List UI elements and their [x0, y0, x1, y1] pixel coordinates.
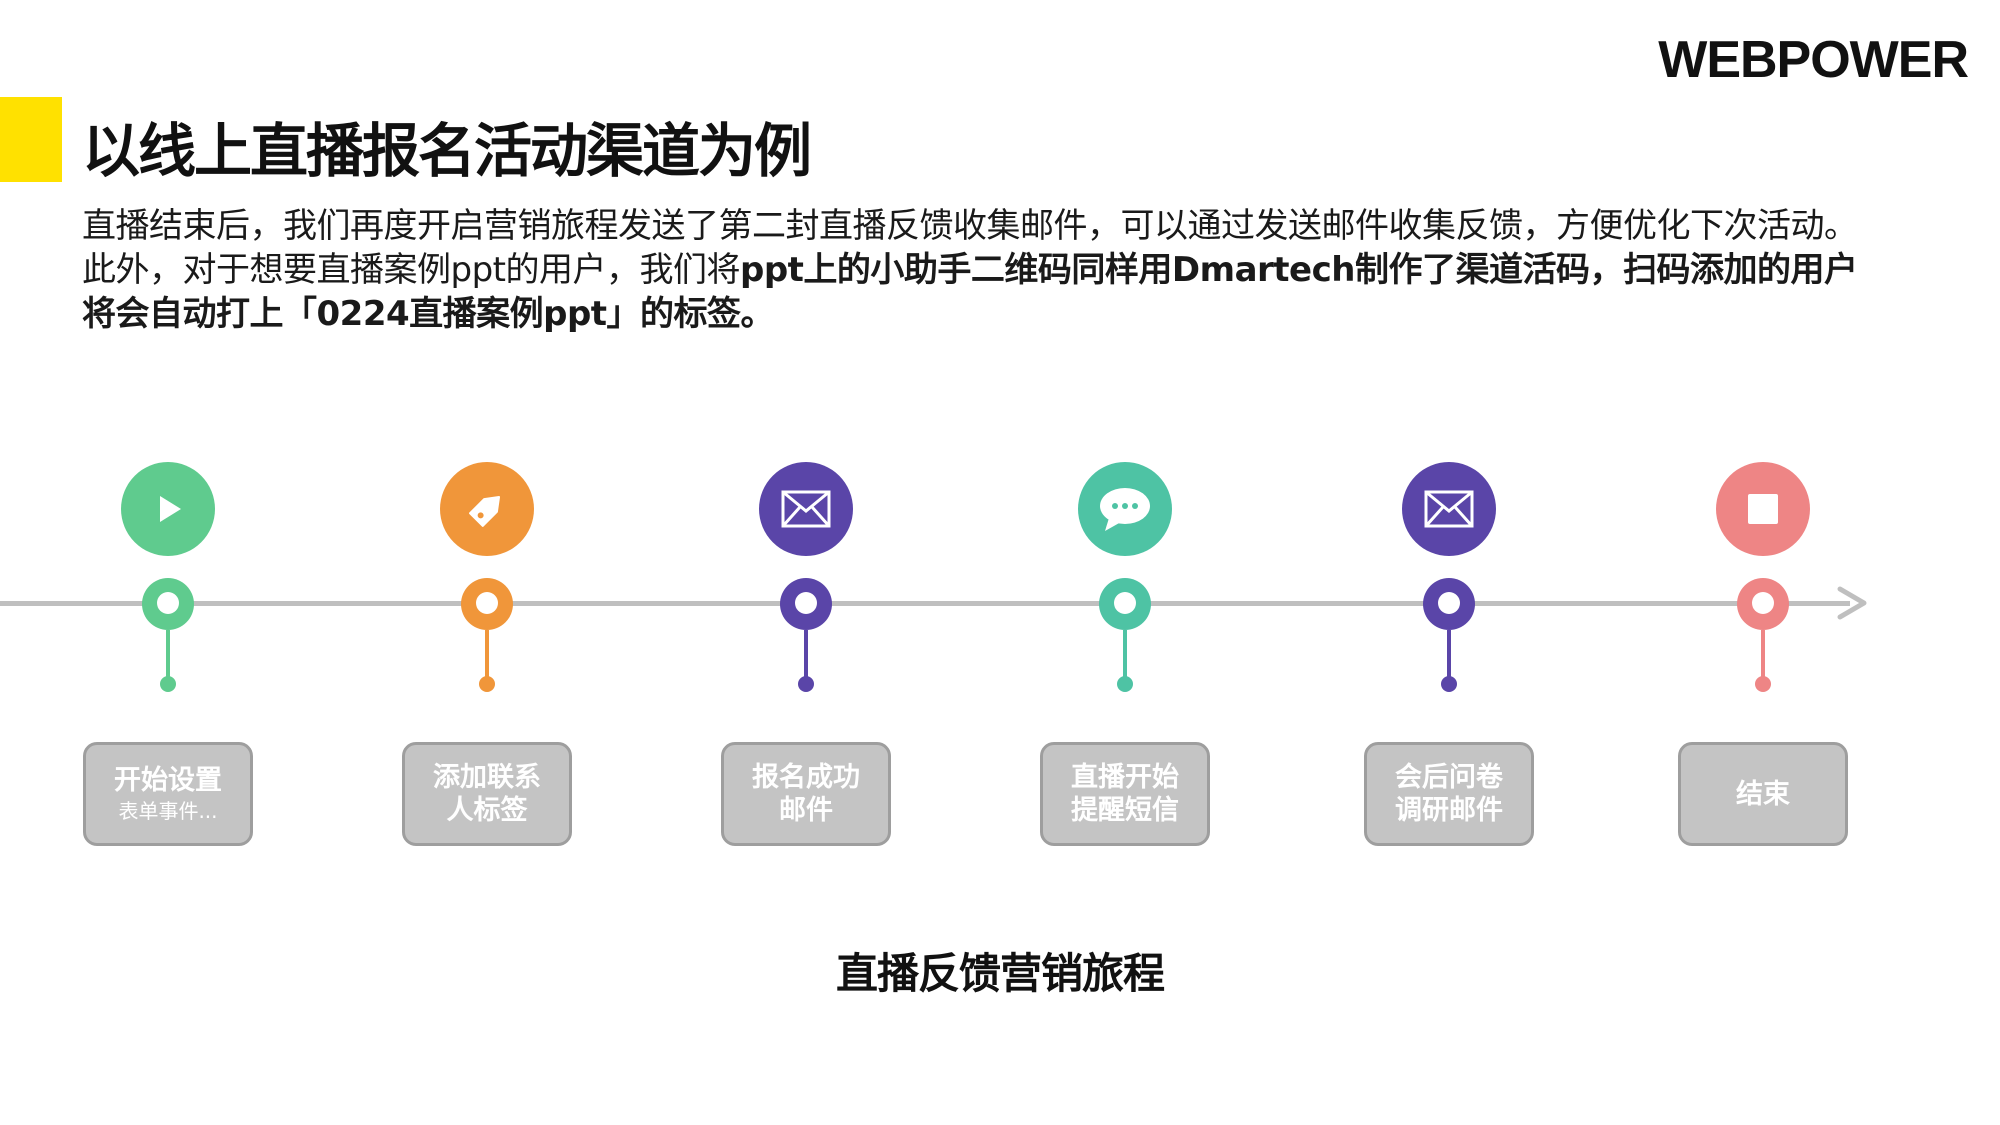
tag-icon: [440, 462, 534, 556]
envelope-icon: [759, 462, 853, 556]
step-label-box: 结束: [1678, 742, 1848, 846]
journey-step-add-tag[interactable]: 添加联系 人标签: [397, 462, 577, 862]
node-connector: [1761, 630, 1765, 682]
node-connector-dot: [1117, 676, 1133, 692]
step-label-box: 添加联系 人标签: [402, 742, 572, 846]
node-connector: [1447, 630, 1451, 682]
journey-step-end[interactable]: 结束: [1673, 462, 1853, 862]
node-connector: [485, 630, 489, 682]
envelope-icon: [1402, 462, 1496, 556]
node-connector: [804, 630, 808, 682]
journey-step-start[interactable]: 开始设置 表单事件...: [78, 462, 258, 862]
step-label-line2: 提醒短信: [1071, 795, 1179, 826]
node-connector: [166, 630, 170, 682]
journey-step-live-reminder-sms[interactable]: 直播开始 提醒短信: [1035, 462, 1215, 862]
timeline-node-marker: [1423, 578, 1475, 630]
step-label-line1: 直播开始: [1071, 762, 1179, 793]
step-label-line1: 开始设置: [114, 764, 222, 796]
chat-bubble-icon: [1078, 462, 1172, 556]
timeline-axis: [0, 601, 1850, 606]
timeline-node-marker: [1737, 578, 1789, 630]
diagram-caption: 直播反馈营销旅程: [835, 949, 1165, 998]
timeline-node-marker: [1099, 578, 1151, 630]
node-connector-dot: [1441, 676, 1457, 692]
page-title: 以线上直播报名活动渠道为例: [82, 117, 812, 185]
step-label-line1: 添加联系: [433, 762, 541, 793]
description-paragraph: 直播结束后，我们再度开启营销旅程发送了第二封直播反馈收集邮件，可以通过发送邮件收…: [82, 204, 1862, 336]
node-connector-dot: [160, 676, 176, 692]
node-connector-dot: [479, 676, 495, 692]
node-connector-dot: [1755, 676, 1771, 692]
title-accent-bar: [0, 97, 62, 182]
timeline-node-marker: [780, 578, 832, 630]
step-label-line1: 报名成功: [752, 762, 860, 793]
brand-logo: WEBPOWER: [1658, 31, 1969, 89]
description-text: 直播结束后，我们再度开启营销旅程发送了第二封直播反馈收集邮件，可以通过发送邮件收…: [82, 206, 1858, 290]
step-label-box: 直播开始 提醒短信: [1040, 742, 1210, 846]
step-label-line2: 邮件: [779, 795, 833, 826]
step-label-line1: 结束: [1736, 778, 1790, 810]
timeline-node-marker: [142, 578, 194, 630]
journey-step-registration-email[interactable]: 报名成功 邮件: [716, 462, 896, 862]
journey-step-survey-email[interactable]: 会后问卷 调研邮件: [1359, 462, 1539, 862]
play-icon: [121, 462, 215, 556]
description-bold-text: ppt上的小助手二维码同样用Dmartech制作了渠道活码，扫码添加的用户将会自…: [82, 250, 1858, 334]
timeline-arrow-icon: [1837, 586, 1867, 620]
node-connector-dot: [798, 676, 814, 692]
timeline-node-marker: [461, 578, 513, 630]
step-label-line2: 表单事件...: [118, 798, 218, 823]
step-label-line1: 会后问卷: [1395, 762, 1503, 793]
step-label-box: 报名成功 邮件: [721, 742, 891, 846]
stop-icon: [1716, 462, 1810, 556]
step-label-box: 会后问卷 调研邮件: [1364, 742, 1534, 846]
step-label-line2: 人标签: [446, 795, 528, 826]
node-connector: [1123, 630, 1127, 682]
step-label-box: 开始设置 表单事件...: [83, 742, 253, 846]
step-label-line2: 调研邮件: [1395, 795, 1503, 826]
